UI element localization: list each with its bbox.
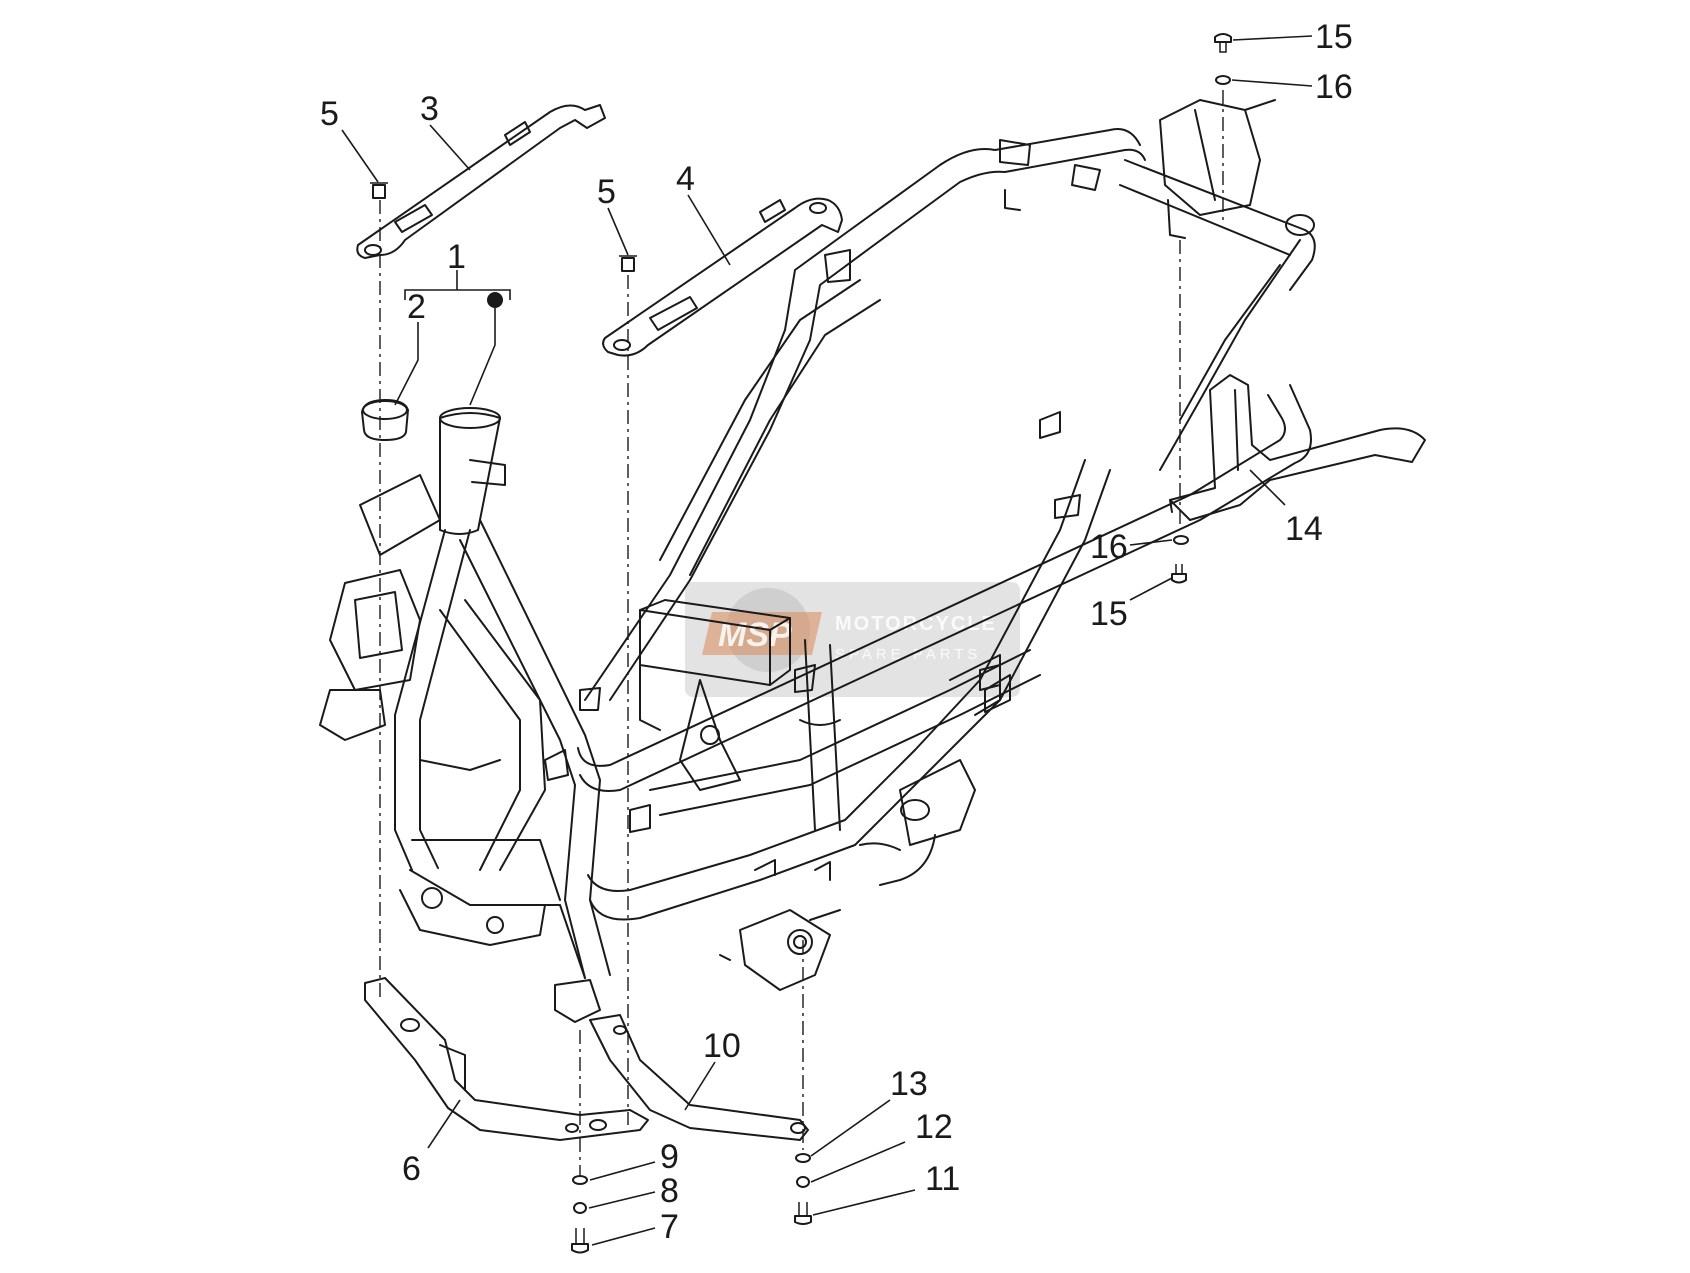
callout-11: 11 — [925, 1160, 960, 1198]
leader-lines — [341, 35, 1313, 1246]
watermark-line2: SPARE PARTS — [835, 646, 982, 663]
bolt-5-center — [619, 255, 637, 272]
callout-12: 12 — [915, 1108, 953, 1146]
washer-16-top — [1215, 75, 1231, 85]
callout-7: 7 — [660, 1208, 679, 1246]
part-6-bracket — [364, 977, 649, 1141]
part-4-bracket — [602, 197, 843, 357]
callout-14: 14 — [1285, 510, 1323, 548]
callout-6: 6 — [402, 1150, 421, 1188]
watermark: MSP MOTORCYCLE SPARE PARTS — [685, 582, 1020, 697]
callout-13: 13 — [890, 1065, 928, 1103]
part-14-bracket — [1169, 374, 1426, 521]
callout-9: 9 — [660, 1138, 679, 1176]
callout-5-center: 5 — [597, 173, 616, 211]
part-10-bracket — [589, 1014, 809, 1141]
main-frame — [319, 99, 1316, 1023]
callout-8: 8 — [660, 1172, 679, 1210]
hardware — [370, 33, 1232, 1254]
washer-8 — [573, 1202, 587, 1214]
watermark-line1: MOTORCYCLE — [835, 613, 997, 635]
washer-9 — [572, 1175, 588, 1185]
callout-4: 4 — [676, 160, 695, 198]
callout-labels: 1 2 3 4 5 5 6 7 8 9 10 11 12 13 14 15 16… — [320, 18, 1353, 1246]
part-3-bracket — [356, 104, 606, 259]
part-2-sleeve — [361, 399, 409, 441]
washer-16-bottom — [1173, 535, 1189, 545]
screw-15-top — [1214, 33, 1232, 53]
callout-16-bottom: 16 — [1090, 528, 1128, 566]
washer-13 — [795, 1153, 811, 1163]
screw-7 — [571, 1228, 589, 1254]
assembly-dot — [487, 292, 503, 308]
center-lines — [379, 90, 1224, 1175]
callout-15-bottom: 15 — [1090, 595, 1128, 633]
callout-5-left: 5 — [320, 95, 339, 133]
bolt-5-left — [370, 182, 388, 199]
screw-11 — [794, 1202, 812, 1225]
callout-3: 3 — [420, 90, 439, 128]
screw-15-bottom — [1171, 564, 1187, 584]
watermark-logo: MSP — [718, 616, 792, 654]
washer-12 — [796, 1176, 810, 1188]
callout-15-top: 15 — [1315, 18, 1353, 56]
callout-10: 10 — [703, 1027, 741, 1065]
callout-16-top: 16 — [1315, 68, 1353, 106]
callout-2: 2 — [407, 288, 426, 326]
callout-1: 1 — [447, 238, 466, 276]
